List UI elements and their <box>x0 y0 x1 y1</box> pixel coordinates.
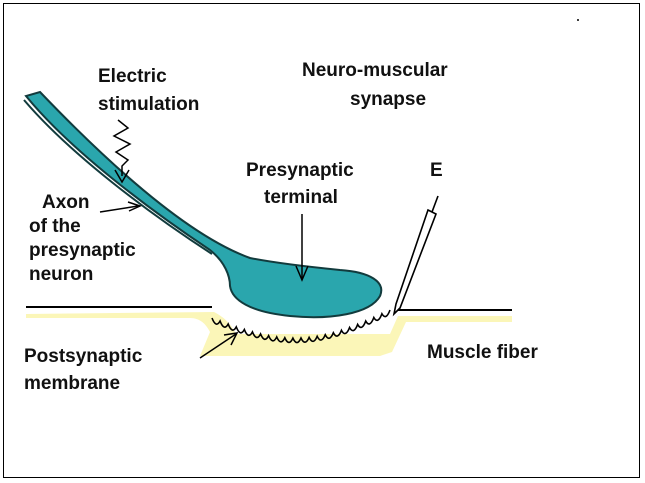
label-presynaptic-neuron: presynaptic <box>29 240 136 262</box>
label-electric: Electric <box>98 66 167 88</box>
electrode <box>394 210 436 314</box>
label-membrane: membrane <box>24 373 120 395</box>
label-neuron: neuron <box>29 264 93 286</box>
corner-dot <box>577 19 579 21</box>
label-stimulation: stimulation <box>98 94 199 116</box>
label-of-the: of the <box>29 216 81 238</box>
label-electrode-e: E <box>430 160 443 182</box>
label-axon: Axon <box>42 192 90 214</box>
label-postsynaptic: Postsynaptic <box>24 346 142 368</box>
label-terminal: terminal <box>264 187 338 209</box>
label-synapse: synapse <box>350 89 426 111</box>
label-neuro-muscular: Neuro-muscular <box>302 60 448 82</box>
electrode-wire <box>432 196 438 212</box>
label-muscle-fiber: Muscle fiber <box>427 342 538 364</box>
label-presynaptic: Presynaptic <box>246 160 354 182</box>
